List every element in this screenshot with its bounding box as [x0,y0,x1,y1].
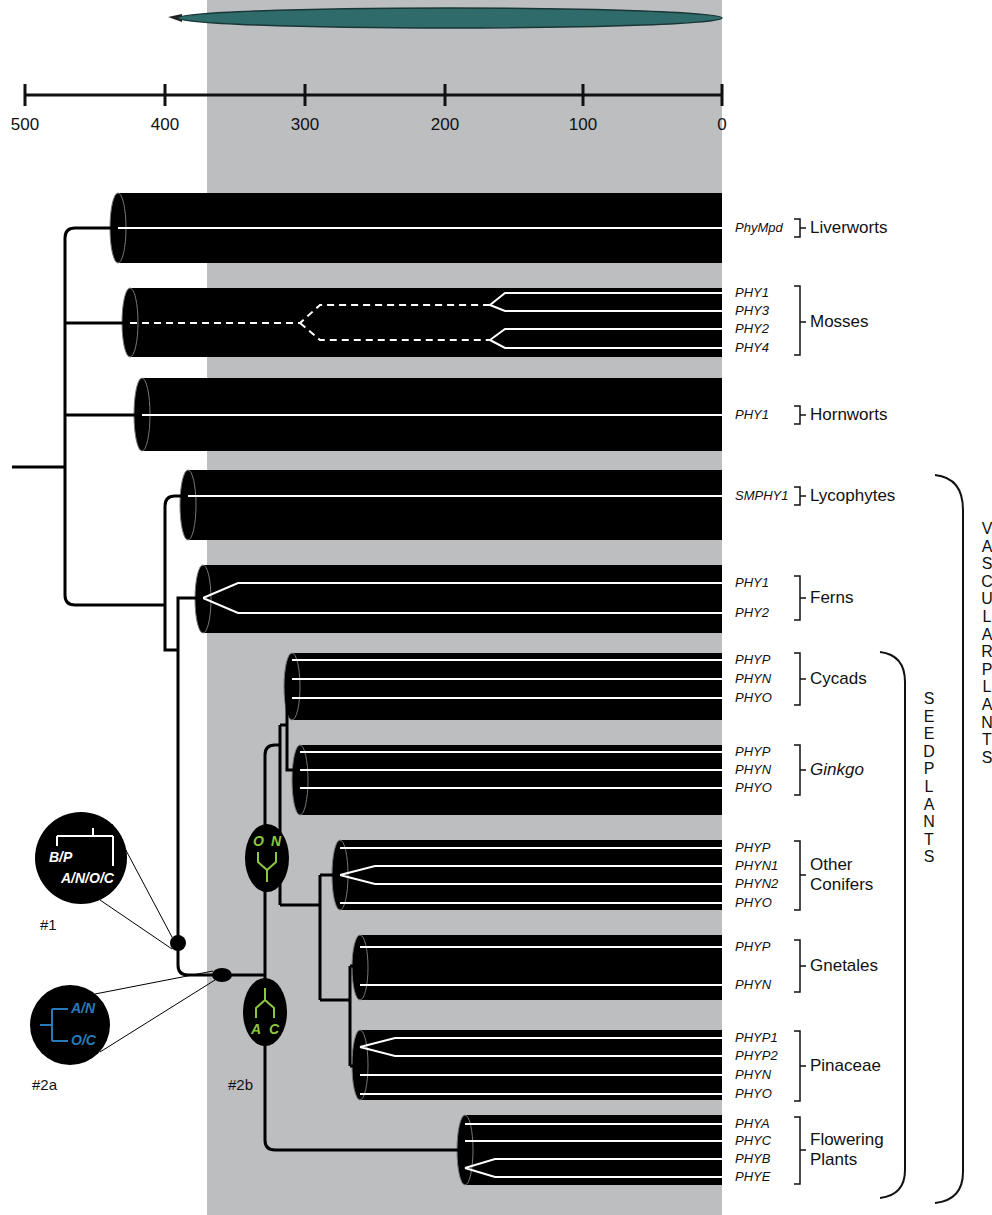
node-outline [245,824,289,892]
gene-family-label: A/N [71,1001,95,1016]
axis-number: 500 [11,115,39,135]
group-label: Lycophytes [810,486,895,506]
gene-label: PHYN2 [735,877,778,892]
axis-number: 200 [431,115,459,135]
gene-label: PHYO [735,781,772,796]
gene-family-label: N [271,834,281,849]
axis-number: 0 [717,115,726,135]
axis-number: 300 [291,115,319,135]
gene-tree-inset: A/N O/C [30,985,110,1065]
gene-label: SMPHY1 [735,489,788,504]
gene-label: PHY1 [735,286,769,301]
axis-number: 100 [569,115,597,135]
tree-branches [12,228,465,1150]
node-outline [35,812,127,904]
group-label: Hornworts [810,405,887,425]
callout-number: #1 [40,916,57,933]
group-label: Flowering Plants [810,1130,892,1169]
gene-label: PHYP [735,841,770,856]
gene-label: PHYE [735,1170,770,1185]
gene-label: PHY4 [735,341,769,356]
spindle [178,8,722,28]
gene-family-label: O [253,834,264,849]
group-label: Cycads [810,669,867,689]
callout-number: #2a [32,1076,57,1093]
lineage-bars [110,193,722,1185]
group-brackets [794,219,806,1184]
gene-label: PHYO [735,1087,772,1102]
gene-label: PHY2 [735,322,769,337]
gene-label: PHYP [735,745,770,760]
duplication-oval: ON [245,824,289,892]
gene-family-label: C [269,1022,279,1037]
clade-label: VASCULAR PLANTS [979,520,992,766]
gene-label: PHY1 [735,408,769,423]
gene-label: PHYN [735,763,771,778]
group-label: Gnetales [810,956,878,976]
duplication-oval: AC [243,978,287,1046]
gene-label: PHYO [735,896,772,911]
clade-label: SEED PLANTS [921,690,937,866]
gene-label: PHY2 [735,606,769,621]
gene-family-label: O/C [71,1033,96,1048]
gene-label: PHYC [735,1134,771,1149]
gene-label: PHYN1 [735,859,778,874]
gene-label: PHYN [735,1068,771,1083]
gene-label: PHYP [735,940,770,955]
gene-label: PHY1 [735,576,769,591]
gene-tree-inset: B/P A/N/O/C [35,812,127,904]
group-label: Mosses [810,312,869,332]
gene-family-label: A/N/O/C [61,871,114,886]
gene-label: PHYO [735,691,772,706]
node-outline [30,985,110,1065]
group-label: Pinaceae [810,1056,881,1076]
gene-family-label: A [251,1022,261,1037]
callout-number: #2b [228,1076,253,1093]
gene-label: PHYP [735,653,770,668]
gene-label: PHYP1 [735,1031,778,1046]
group-label: Other Conifers [810,855,892,894]
time-axis [25,84,722,106]
gene-family-label: B/P [49,850,72,865]
gene-label: PHYP2 [735,1049,778,1064]
gene-label: PHYB [735,1152,770,1167]
clade-brackets [880,475,963,1203]
node-outline [243,978,287,1046]
group-label: Ferns [810,588,853,608]
gene-label: PHYN [735,672,771,687]
gene-label: PHYA [735,1117,770,1132]
axis-number: 400 [151,115,179,135]
group-label: Ginkgo [810,760,864,780]
gene-label: PHYN [735,978,771,993]
gene-label: PHY3 [735,304,769,319]
gene-label: PhyMpd [735,221,783,236]
gene-lines [118,228,722,1177]
group-label: Liverworts [810,218,887,238]
